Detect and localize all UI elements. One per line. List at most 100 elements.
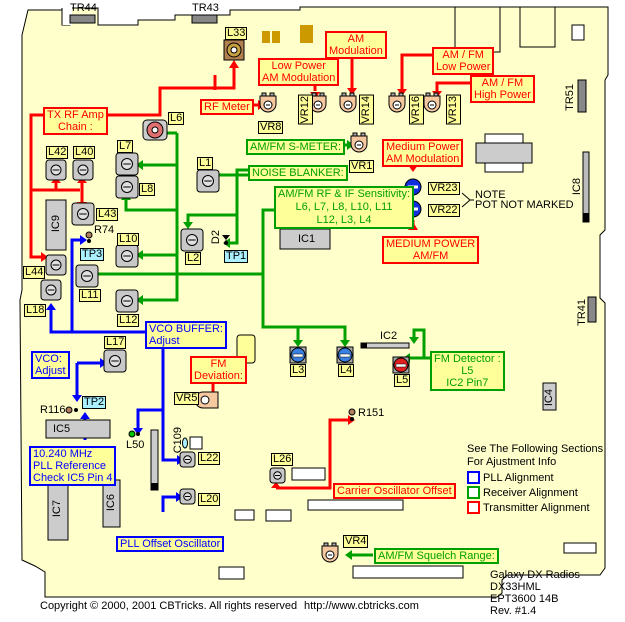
label-r151: R151 <box>358 407 385 419</box>
coil-l18 <box>40 279 62 301</box>
label-ic1: IC1 <box>298 233 316 245</box>
legend-heading-line-2: For Ajustment Info <box>467 456 557 468</box>
coil-l11 <box>75 264 99 288</box>
label-vr4: VR4 <box>343 535 369 548</box>
legend-label: Transmitter Alignment <box>483 501 590 514</box>
legend-swatch-red <box>467 501 480 514</box>
heat-sink-fins <box>262 25 313 43</box>
legend-item-transmitter: Transmitter Alignment <box>467 501 590 514</box>
callout-line: AM / FM <box>481 77 524 89</box>
title-line-3: EPT3600 14B <box>490 593 559 605</box>
callout-pll-offset-oscillator: PLL Offset Oscillator <box>116 536 225 552</box>
label-l2: L2 <box>185 252 202 265</box>
label-vr5: VR5 <box>174 392 200 405</box>
note-line-1: NOTE <box>475 189 506 201</box>
callout-line: VCO BUFFER: <box>149 323 223 335</box>
coil-l33 <box>223 39 245 61</box>
callout-carrier-oscillator-offset: Carrier Oscillator Offset <box>333 483 456 499</box>
note-line-2: POT NOT MARKED <box>475 199 574 211</box>
callout-line: Adjust <box>35 365 66 377</box>
label-l11: L11 <box>79 289 101 302</box>
transistor-tr44 <box>69 14 96 24</box>
title-line-2: DX33HML <box>490 581 541 593</box>
label-l26: L26 <box>271 453 294 466</box>
pot-vr13 <box>423 92 441 113</box>
ic4 <box>542 382 557 411</box>
label-tr44: TR44 <box>70 2 97 14</box>
label-tr51: TR51 <box>564 84 576 111</box>
ic2 <box>360 342 410 349</box>
label-r74: R74 <box>94 224 115 236</box>
coil-l3 <box>289 346 307 364</box>
label-l8: L8 <box>139 183 156 196</box>
callout-line: AM Modulation <box>262 72 336 84</box>
callout-rf-meter: RF Meter <box>200 99 254 115</box>
coil-l40 <box>72 159 94 181</box>
label-ic7: IC7 <box>51 500 63 518</box>
label-ic4: IC4 <box>543 389 555 407</box>
callout-line: Deviation: <box>194 370 243 382</box>
coil-l17 <box>103 349 127 373</box>
label-tr41: TR41 <box>576 299 588 326</box>
pot-vr1 <box>350 132 368 153</box>
callout-line: Medium Power <box>386 141 460 153</box>
label-l18: L18 <box>24 304 47 317</box>
coil-l7 <box>115 152 139 176</box>
callout-line: Low Power <box>436 61 491 73</box>
resistor-r74 <box>85 231 93 239</box>
coil-l12 <box>115 289 139 313</box>
label-ic8: IC8 <box>571 178 583 196</box>
coil-l5 <box>392 356 410 374</box>
ic5 <box>45 419 111 439</box>
callout-tx-rf-amp-chain: TX RF Amp Chain : <box>43 107 108 135</box>
title-line-1: Galaxy DX Radios <box>490 569 580 581</box>
callout-medium-power-amfm: MEDIUM POWER AM/FM <box>382 236 480 264</box>
website-link[interactable]: http://www.cbtricks.com <box>304 600 419 612</box>
label-vr8: VR8 <box>258 121 284 134</box>
coil-l42 <box>45 159 67 181</box>
callout-line: VCO: <box>35 353 62 365</box>
label-l22: L22 <box>198 452 221 465</box>
title-block: Galaxy DX Radios DX33HML EPT3600 14B Rev… <box>490 569 580 617</box>
legend-heading-line-1: See The Following Sections <box>467 443 604 455</box>
label-l42: L42 <box>46 146 69 159</box>
label-vr23: VR23 <box>428 182 460 195</box>
l50-dot <box>128 430 136 438</box>
callout-line: L12, L3, L4 <box>316 214 372 226</box>
ic8 <box>582 151 590 223</box>
coil-l6 <box>142 119 168 141</box>
legend-item-pll: PLL Alignment <box>467 471 554 484</box>
testpoint-tp2: TP2 <box>82 396 107 409</box>
pot-vr16 <box>388 92 406 113</box>
transistor-tr51 <box>577 79 587 113</box>
label-l3: L3 <box>290 364 307 377</box>
callout-line: PLL Reference <box>33 460 106 472</box>
resistor-r116 <box>65 406 73 414</box>
ic1 <box>279 228 331 250</box>
label-l40: L40 <box>73 146 96 159</box>
ic-vertical-strip <box>150 429 159 491</box>
callout-line: FM <box>210 358 227 370</box>
callout-pll-reference: 10.240 MHz PLL Reference Check IC5 Pin 4 <box>29 446 117 486</box>
label-l20: L20 <box>198 493 221 506</box>
callout-line: Chain : <box>57 121 93 133</box>
callout-line: High Power <box>474 89 531 101</box>
label-vr12: VR12 <box>298 95 313 125</box>
callout-line: Modulation <box>329 45 383 57</box>
callout-line: Adjust <box>149 335 180 347</box>
label-l1: L1 <box>197 157 214 170</box>
transistor-tr41 <box>587 296 597 323</box>
transistor-tr43 <box>191 14 218 24</box>
callout-line: FM Detector : <box>434 353 501 365</box>
label-vr13: VR13 <box>446 95 461 125</box>
legend-label: Receiver Alignment <box>483 486 578 499</box>
label-ic5: IC5 <box>53 423 71 435</box>
callout-line: AM Modulation <box>386 153 460 165</box>
legend-heading: See The Following Sections For Ajustment… <box>467 443 603 469</box>
callout-amfm-low-power: AM / FM Low Power <box>432 47 495 75</box>
coil-l2 <box>180 228 204 252</box>
coil-l4 <box>336 346 354 364</box>
label-ic9: IC9 <box>50 215 62 233</box>
callout-vco-adjust: VCO: Adjust <box>31 351 70 379</box>
label-l50: L50 <box>126 439 145 451</box>
